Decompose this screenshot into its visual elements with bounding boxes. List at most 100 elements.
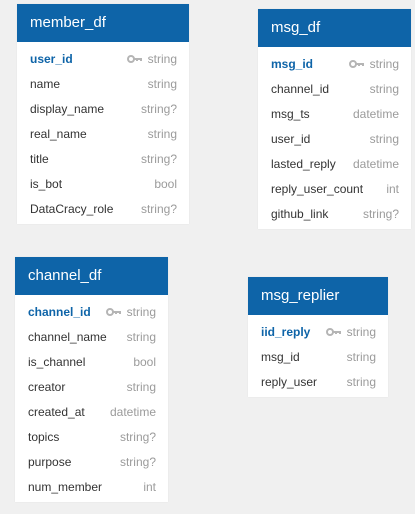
field-type-wrap: string xyxy=(126,51,177,66)
field-row[interactable]: DataCracy_role string? xyxy=(17,196,189,221)
field-type: int xyxy=(386,181,399,196)
field-type: string xyxy=(369,131,399,146)
field-type-wrap: string? xyxy=(120,455,156,469)
field-type: string? xyxy=(140,101,177,116)
field-name: real_name xyxy=(30,126,87,141)
field-name: creator xyxy=(28,379,66,394)
field-name: user_id xyxy=(30,51,73,66)
field-row[interactable]: real_name string xyxy=(17,121,189,146)
key-icon xyxy=(105,307,121,316)
field-name: channel_name xyxy=(28,329,107,344)
field-type: string xyxy=(126,379,156,394)
field-type: string xyxy=(346,374,376,389)
field-type: string? xyxy=(140,151,177,166)
field-type: datetime xyxy=(352,156,399,171)
table-title[interactable]: channel_df xyxy=(15,257,168,295)
field-type-wrap: string xyxy=(347,350,376,364)
field-type-wrap: datetime xyxy=(110,405,156,419)
field-name: lasted_reply xyxy=(271,156,336,171)
field-type: string? xyxy=(119,429,156,444)
field-name: purpose xyxy=(28,454,72,469)
field-type: string xyxy=(147,51,177,66)
field-type-wrap: bool xyxy=(133,355,156,369)
field-type: string xyxy=(126,329,156,344)
field-row[interactable]: reply_user_count int xyxy=(258,176,411,201)
field-row[interactable]: channel_name string xyxy=(15,324,168,349)
key-icon xyxy=(325,327,341,336)
table-title[interactable]: msg_df xyxy=(258,9,411,47)
field-name: msg_ts xyxy=(271,106,310,121)
field-type: bool xyxy=(133,354,156,369)
field-type-wrap: string xyxy=(325,324,376,339)
field-row[interactable]: reply_user string xyxy=(248,369,388,394)
field-name: github_link xyxy=(271,206,329,221)
field-row[interactable]: created_at datetime xyxy=(15,399,168,424)
primary-key-row[interactable]: iid_reply string xyxy=(248,319,388,344)
field-row[interactable]: is_bot bool xyxy=(17,171,189,196)
field-name: channel_id xyxy=(271,81,330,96)
field-type-wrap: string? xyxy=(141,202,177,216)
key-icon xyxy=(126,54,142,63)
primary-key-row[interactable]: user_id string xyxy=(17,46,189,71)
field-type: string? xyxy=(119,454,156,469)
field-row[interactable]: topics string? xyxy=(15,424,168,449)
field-type-wrap: datetime xyxy=(353,157,399,171)
field-row[interactable]: name string xyxy=(17,71,189,96)
field-name: display_name xyxy=(30,101,105,116)
field-name: created_at xyxy=(28,404,85,419)
field-type: string xyxy=(346,349,376,364)
table-title[interactable]: member_df xyxy=(17,4,189,42)
field-type-wrap: int xyxy=(386,182,399,196)
field-row[interactable]: creator string xyxy=(15,374,168,399)
key-icon xyxy=(348,59,364,68)
table-title[interactable]: msg_replier xyxy=(248,277,388,315)
field-name: DataCracy_role xyxy=(30,201,114,216)
field-name: channel_id xyxy=(28,304,91,319)
field-type: string xyxy=(369,81,399,96)
field-type: string xyxy=(369,56,399,71)
field-type-wrap: string xyxy=(370,82,399,96)
field-name: is_bot xyxy=(30,176,63,191)
field-name: msg_id xyxy=(261,349,300,364)
field-name: iid_reply xyxy=(261,324,311,339)
primary-key-row[interactable]: channel_id string xyxy=(15,299,168,324)
field-type-wrap: string? xyxy=(141,102,177,116)
field-type: string xyxy=(126,304,156,319)
field-type-wrap: string xyxy=(105,304,156,319)
field-row[interactable]: channel_id string xyxy=(258,76,411,101)
field-row[interactable]: purpose string? xyxy=(15,449,168,474)
field-row[interactable]: msg_id string xyxy=(248,344,388,369)
field-name: topics xyxy=(28,429,60,444)
field-row[interactable]: lasted_reply datetime xyxy=(258,151,411,176)
field-type: string? xyxy=(140,201,177,216)
field-name: reply_user xyxy=(261,374,318,389)
field-type-wrap: string xyxy=(127,330,156,344)
field-row[interactable]: display_name string? xyxy=(17,96,189,121)
field-type-wrap: string xyxy=(127,380,156,394)
field-type: bool xyxy=(154,176,177,191)
field-type: string? xyxy=(362,206,399,221)
field-type-wrap: int xyxy=(143,480,156,494)
field-type-wrap: string xyxy=(370,132,399,146)
field-row[interactable]: github_link string? xyxy=(258,201,411,226)
field-type: string xyxy=(147,76,177,91)
field-type: string xyxy=(346,324,376,339)
field-name: reply_user_count xyxy=(271,181,364,196)
field-name: name xyxy=(30,76,61,91)
field-type: datetime xyxy=(109,404,156,419)
field-type: string xyxy=(147,126,177,141)
field-type-wrap: string? xyxy=(120,430,156,444)
